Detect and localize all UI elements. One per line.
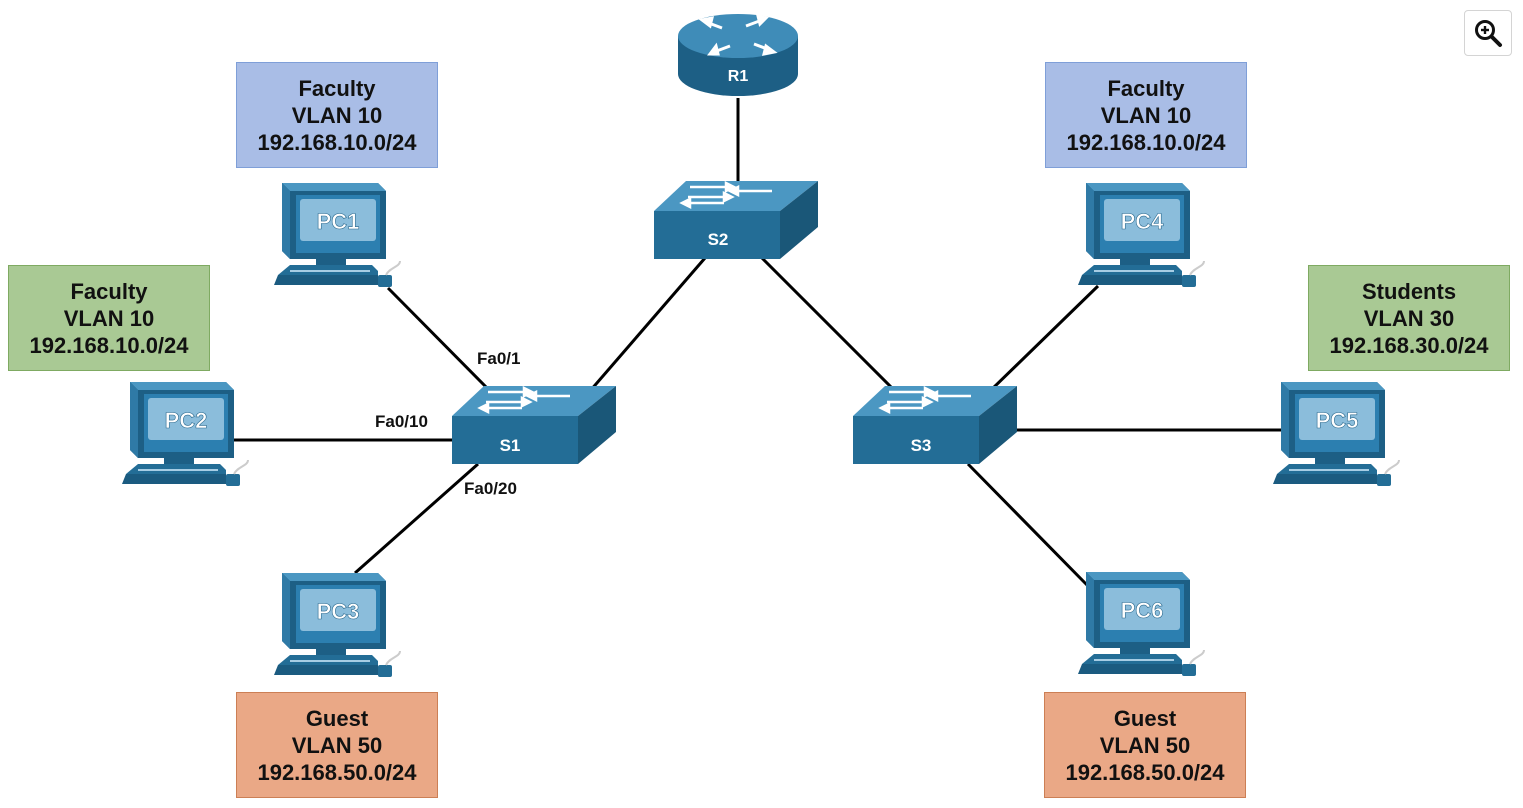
pc2-label: PC2: [165, 408, 208, 433]
vlan-subnet: 192.168.10.0/24: [29, 332, 189, 358]
pc1-label: PC1: [317, 209, 360, 234]
vlan-box-pc6: Guest VLAN 50 192.168.50.0/24: [1044, 692, 1246, 798]
port-label-fa0-10: Fa0/10: [375, 412, 428, 431]
pc-pc4[interactable]: PC4: [1078, 183, 1205, 288]
vlan-subnet: 192.168.10.0/24: [257, 129, 417, 155]
switch-s3[interactable]: S3: [853, 386, 1017, 466]
vlan-name: Students: [1361, 278, 1457, 304]
vlan-name: Guest: [305, 705, 369, 731]
link-s2-s1: [588, 257, 707, 392]
pc5-label: PC5: [1316, 408, 1359, 433]
link-s2-s3: [760, 256, 897, 393]
link-pc4-s3: [988, 284, 1100, 393]
vlan-id: VLAN 50: [1099, 732, 1191, 758]
vlan-id: VLAN 50: [291, 732, 383, 758]
router-arrows-icon: [698, 13, 778, 56]
vlan-box-pc2: Faculty VLAN 10 192.168.10.0/24: [8, 265, 210, 371]
vlan-name: Guest: [1113, 705, 1177, 731]
vlan-subnet: 192.168.50.0/24: [257, 759, 417, 785]
vlan-id: VLAN 10: [1100, 102, 1192, 128]
vlan-box-pc1: Faculty VLAN 10 192.168.10.0/24: [236, 62, 438, 168]
port-label-fa0-1: Fa0/1: [477, 349, 521, 368]
zoom-in-icon: [1475, 20, 1502, 47]
pc-pc3[interactable]: PC3: [274, 573, 401, 678]
vlan-id: VLAN 10: [291, 102, 383, 128]
pc3-label: PC3: [317, 599, 360, 624]
vlan-subnet: 192.168.10.0/24: [1066, 129, 1226, 155]
pc6-label: PC6: [1121, 598, 1164, 623]
vlan-name: Faculty: [70, 278, 148, 304]
link-pc3-s1: [354, 462, 479, 575]
network-links: [228, 98, 1290, 588]
pc-pc2[interactable]: PC2: [122, 382, 249, 487]
port-label-fa0-20: Fa0/20: [464, 479, 517, 498]
switch-s1[interactable]: S1: [452, 386, 616, 466]
switch-s1-label: S1: [500, 436, 521, 455]
link-pc1-s1: [386, 286, 492, 393]
vlan-id: VLAN 30: [1363, 305, 1455, 331]
pc4-label: PC4: [1121, 209, 1165, 234]
vlan-subnet: 192.168.50.0/24: [1065, 759, 1225, 785]
pc-pc5[interactable]: PC5: [1273, 382, 1400, 487]
switch-s2[interactable]: S2: [654, 181, 818, 261]
vlan-subnet: 192.168.30.0/24: [1329, 332, 1489, 358]
vlan-name: Faculty: [1107, 75, 1185, 101]
router-r1[interactable]: R1: [678, 13, 798, 96]
switch-s3-label: S3: [911, 436, 932, 455]
zoom-in-button[interactable]: [1464, 10, 1512, 56]
vlan-box-pc5: Students VLAN 30 192.168.30.0/24: [1308, 265, 1510, 371]
vlan-name: Faculty: [298, 75, 376, 101]
pc-pc1[interactable]: PC1: [274, 183, 401, 288]
link-pc6-s3: [966, 462, 1090, 588]
pc-pc6[interactable]: PC6: [1078, 572, 1205, 677]
router-r1-label: R1: [728, 68, 749, 85]
vlan-box-pc4: Faculty VLAN 10 192.168.10.0/24: [1045, 62, 1247, 168]
vlan-box-pc3: Guest VLAN 50 192.168.50.0/24: [236, 692, 438, 798]
vlan-id: VLAN 10: [63, 305, 155, 331]
switch-s2-label: S2: [708, 230, 729, 249]
